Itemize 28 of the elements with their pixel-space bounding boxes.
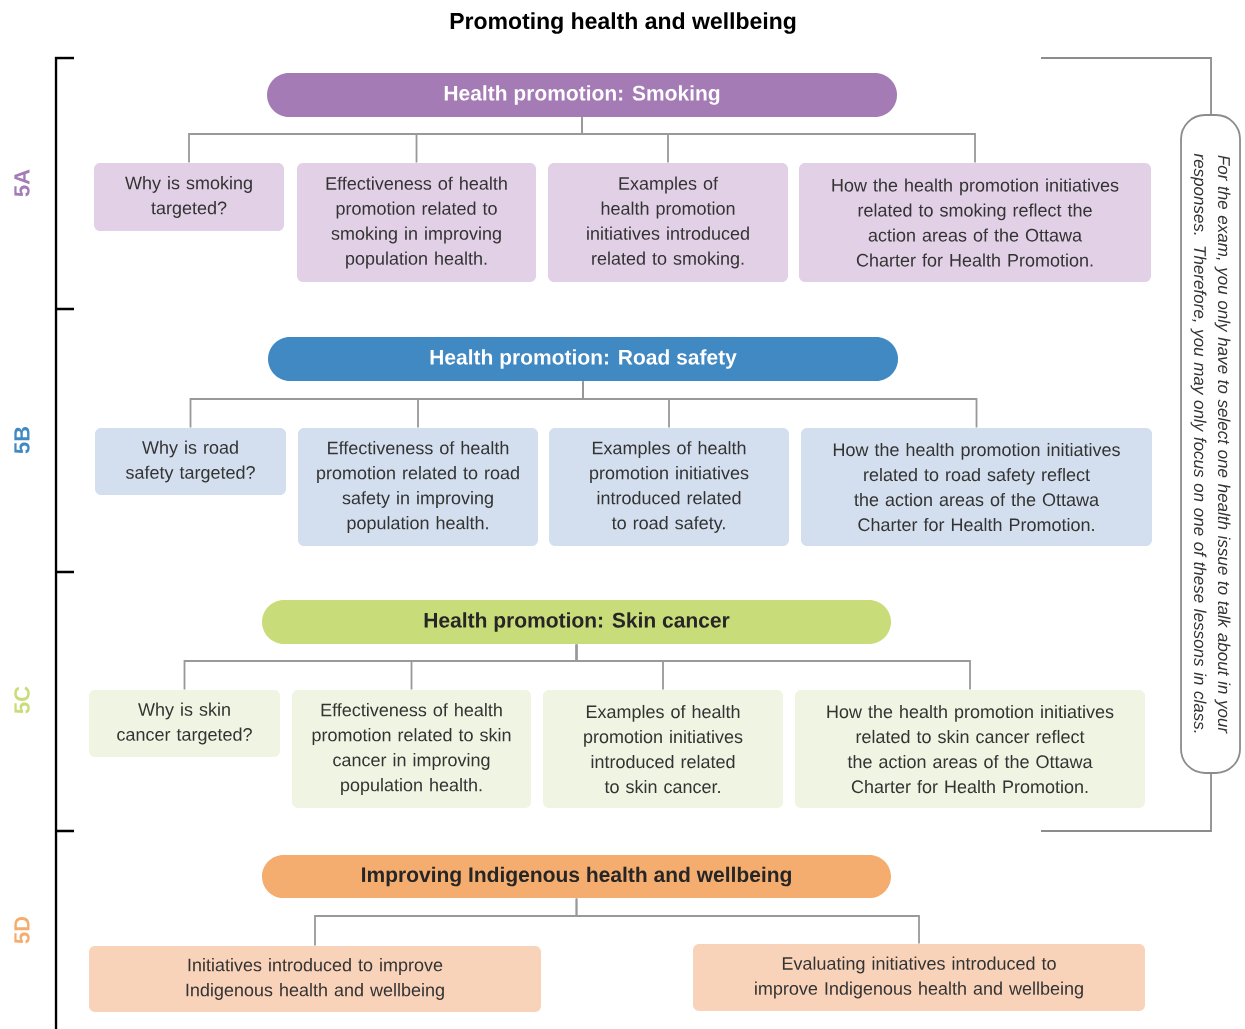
note-box: For the exam, you only have to select one health issue to talk about in your responses. Therefore, you may only focus on one of these lessons in class. — [1180, 114, 1241, 774]
header-pill: Improving Indigenous health and wellbeing — [262, 855, 891, 898]
topic-box: Effectiveness of health promotion related to skin cancer in improving population health. — [292, 690, 531, 808]
header-pill: Health promotion: Skin cancer — [262, 600, 891, 644]
title: Promoting health and wellbeing — [450, 12, 796, 34]
topic-box: Initiatives introduced to improve Indigenous health and wellbeing — [89, 946, 541, 1012]
topic-box: Effectiveness of health promotion related to smoking in improving population health. — [297, 163, 536, 282]
topic-box: Why is skin cancer targeted? — [89, 690, 280, 757]
topic-box: Examples of health promotion initiatives introduced related to smoking. — [548, 163, 788, 282]
topic-box: How the health promotion initiatives related to skin cancer reflect the action areas of the Ottawa Charter for Health Promotion. — [795, 690, 1145, 808]
connector-line — [582, 380, 978, 429]
section-label: 5B — [14, 426, 30, 454]
topic-box: Evaluating initiatives introduced to improve Indigenous health and wellbeing — [693, 944, 1145, 1011]
header-pill: Health promotion: Road safety — [268, 337, 898, 381]
topic-box: Why is road safety targeted? — [95, 428, 286, 495]
topic-box: How the health promotion initiatives related to smoking reflect the action areas of the Ottawa Charter for Health Promotion. — [799, 163, 1151, 282]
header-pill: Health promotion: Smoking — [267, 73, 897, 117]
connector-line — [581, 116, 976, 164]
topic-box: How the health promotion initiatives related to road safety reflect the action areas of the Ottawa Charter for Health Promotion. — [801, 428, 1152, 546]
section-label: 5C — [14, 686, 30, 714]
topic-box: Examples of health promotion initiatives introduced related to road safety. — [549, 428, 789, 546]
connector-line — [575, 897, 920, 945]
section-label: 5A — [14, 169, 30, 197]
topic-box: Effectiveness of health promotion related to road safety in improving population health. — [298, 428, 538, 546]
section-label: 5D — [14, 916, 30, 944]
topic-box: Why is smoking targeted? — [94, 163, 284, 231]
topic-box: Examples of health promotion initiatives introduced related to skin cancer. — [543, 690, 783, 808]
connector-line — [575, 643, 971, 691]
